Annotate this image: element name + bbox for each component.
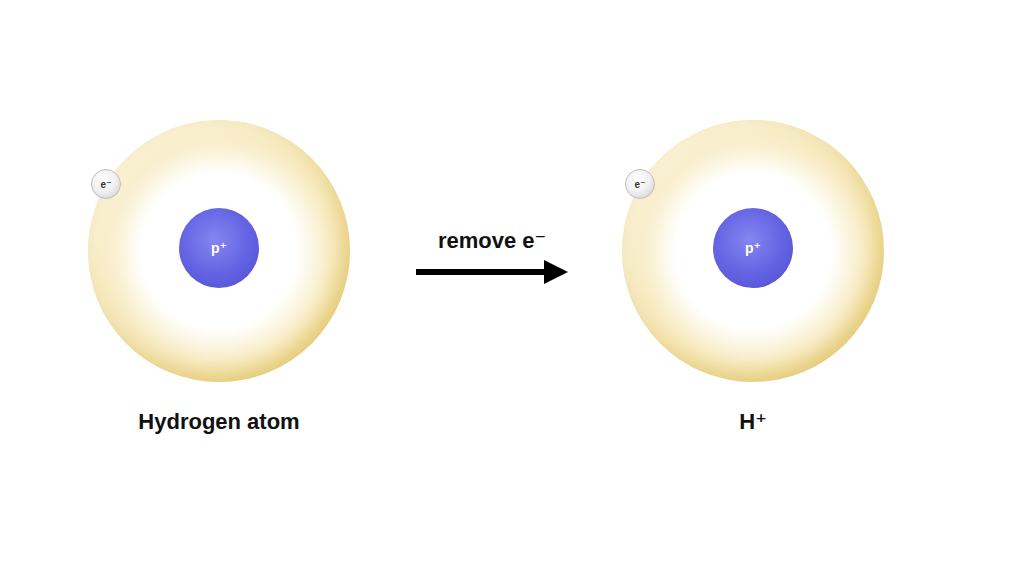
proton-label: p⁺: [745, 240, 761, 256]
electron-sphere: e⁻: [91, 169, 121, 199]
atom-circle: H⁺p⁺e⁻: [622, 120, 884, 382]
proton-sphere: p⁺: [713, 208, 793, 288]
atom-label: H⁺: [739, 409, 767, 435]
reaction-arrow: [416, 260, 568, 284]
atom-circle: Hydrogen atomp⁺e⁻: [88, 120, 350, 382]
proton-sphere: p⁺: [179, 208, 259, 288]
electron-label: e⁻: [101, 179, 112, 190]
proton-label: p⁺: [211, 240, 227, 256]
arrow-label: remove e⁻: [436, 228, 548, 254]
atom-label: Hydrogen atom: [138, 409, 299, 435]
electron-label: e⁻: [635, 179, 646, 190]
electron-sphere: e⁻: [625, 169, 655, 199]
